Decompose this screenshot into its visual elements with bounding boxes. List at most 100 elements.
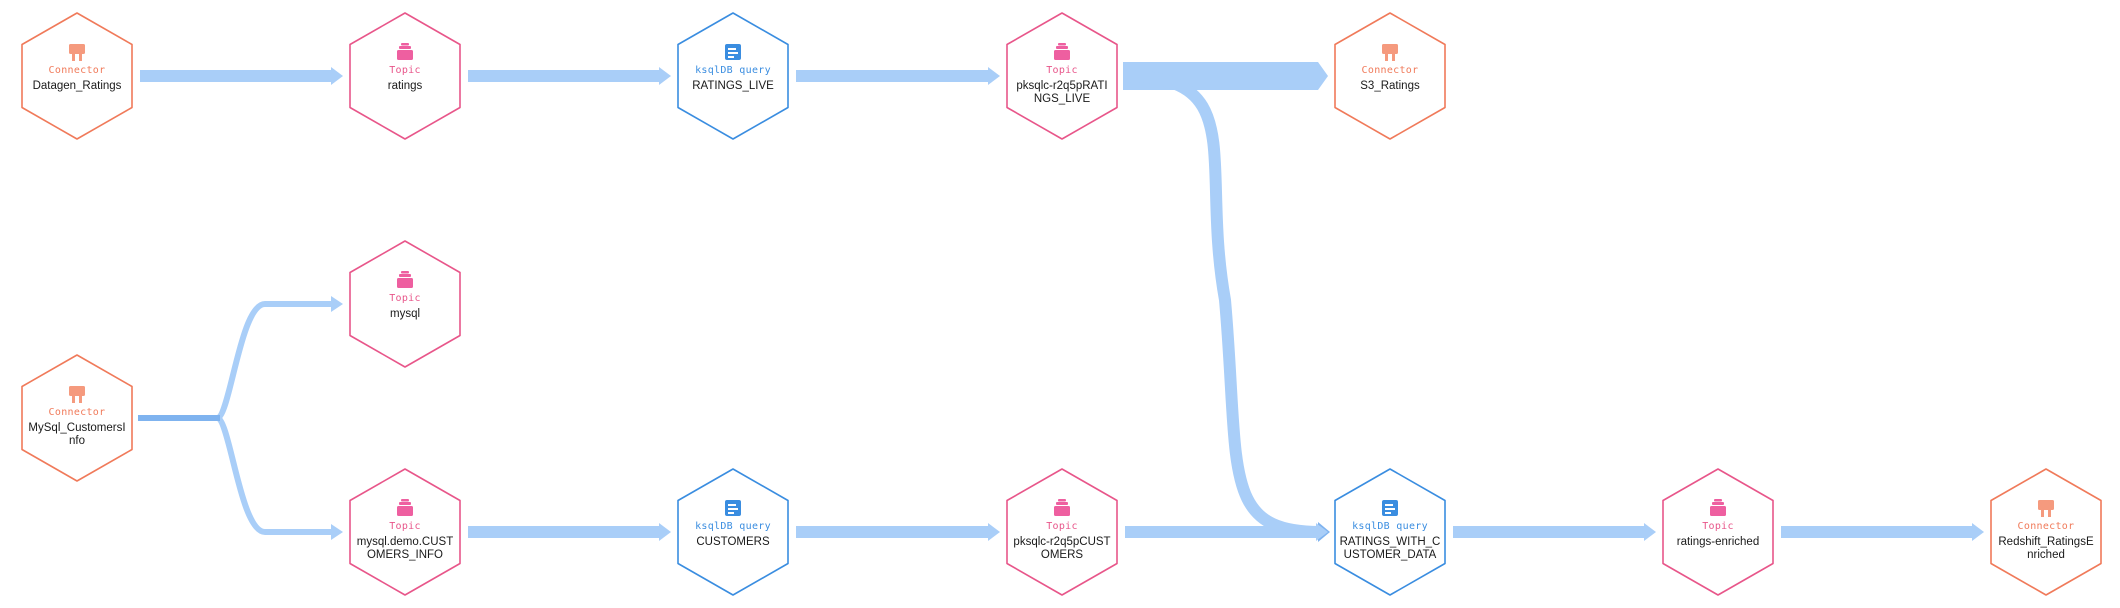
edge-line <box>1453 526 1644 538</box>
edge-ratings-to-ratings_live_q[interactable] <box>468 67 671 85</box>
edge-arrowhead <box>988 523 1000 541</box>
edge-curve <box>215 415 333 535</box>
connector-icon <box>2038 500 2054 517</box>
edge-pk_customers-to-ratings_with_q[interactable] <box>1125 523 1328 541</box>
node-name: RATINGS_LIVE <box>692 80 774 92</box>
edge-ratings_live_q-to-pk_ratings_live[interactable] <box>796 67 1000 85</box>
edge-line <box>796 70 988 82</box>
topic-icon <box>397 499 413 516</box>
edge-mysql_conn-to-mysql_demo[interactable] <box>138 415 343 540</box>
node-hexagon <box>1006 468 1118 596</box>
topic-icon <box>1710 499 1726 516</box>
node-hexagon <box>1006 12 1118 140</box>
edge-arrowhead <box>1316 523 1328 541</box>
node-name: pksqlc-r2q5pCUST <box>1013 536 1110 548</box>
edge-arrowhead <box>659 523 671 541</box>
node-hexagon <box>1662 468 1774 596</box>
query-icon <box>1382 500 1398 516</box>
topic-icon <box>1054 499 1070 516</box>
node-name: USTOMER_DATA <box>1344 549 1437 561</box>
node-type-label: Topic <box>389 293 421 304</box>
node-type-label: ksqlDB query <box>695 65 771 76</box>
connector-icon <box>69 44 85 61</box>
node-type-label: Topic <box>1046 521 1078 532</box>
node-name: RATINGS_WITH_C <box>1340 536 1441 548</box>
topic-icon <box>397 43 413 60</box>
edge-line <box>468 70 659 82</box>
node-type-label: Connector <box>1362 65 1419 76</box>
node-name: mysql.demo.CUST <box>357 536 454 548</box>
connector-icon <box>1382 44 1398 61</box>
node-type-label: Topic <box>389 521 421 532</box>
node-type-label: Connector <box>49 65 106 76</box>
node-hexagon <box>349 12 461 140</box>
node-hexagon <box>1334 12 1446 140</box>
node-type-label: Connector <box>49 407 106 418</box>
node-name: Datagen_Ratings <box>33 80 122 92</box>
edge-arrowhead <box>988 67 1000 85</box>
node-hexagon <box>21 12 133 140</box>
node-name: nfo <box>69 435 85 447</box>
edge-line <box>1781 526 1972 538</box>
node-name: ratings <box>388 80 423 92</box>
query-icon <box>725 500 741 516</box>
node-name: nriched <box>2027 549 2065 561</box>
node-name: OMERS <box>1041 549 1084 561</box>
edge-pk_ratings_live-to-ratings_with_q[interactable] <box>1122 70 1330 542</box>
connector-icon <box>69 386 85 403</box>
node-type-label: Topic <box>389 65 421 76</box>
edge-mysql_conn-to-mysql[interactable] <box>138 296 343 421</box>
node-name: CUSTOMERS <box>696 536 770 548</box>
edge-datagen-to-ratings[interactable] <box>140 67 343 85</box>
node-hexagon <box>21 354 133 482</box>
node-type-label: ksqlDB query <box>695 521 771 532</box>
edge-arrowhead <box>331 524 343 540</box>
node-type-label: Topic <box>1702 521 1734 532</box>
node-layer: ConnectorDatagen_RatingsTopicratingsksql… <box>21 12 2102 596</box>
node-ratings_enriched[interactable]: Topic ratings-enriched <box>1662 468 1774 596</box>
edge-line <box>468 526 659 538</box>
node-mysql_demo[interactable]: Topic mysql.demo.CUSTOMERS_INFO <box>349 468 461 596</box>
edge-curve <box>215 301 333 421</box>
node-hexagon <box>349 468 461 596</box>
edge-arrowhead <box>659 67 671 85</box>
node-name: pksqlc-r2q5pRATI <box>1016 80 1107 92</box>
edge-arrowhead <box>1644 523 1656 541</box>
edge-line <box>1125 526 1316 538</box>
edge-customers_q-to-pk_customers[interactable] <box>796 523 1000 541</box>
node-name: OMERS_INFO <box>367 549 443 561</box>
topic-icon <box>397 271 413 288</box>
node-mysql[interactable]: Topic mysql <box>349 240 461 368</box>
edge-curve <box>1122 70 1321 538</box>
topic-icon <box>1054 43 1070 60</box>
node-type-label: Connector <box>2018 521 2075 532</box>
node-name: ratings-enriched <box>1677 536 1759 548</box>
edge-ratings_with_q-to-ratings_enriched[interactable] <box>1453 523 1656 541</box>
node-hexagon <box>677 12 789 140</box>
edge-line <box>140 70 331 82</box>
edge-arrowhead <box>331 296 343 312</box>
edge-line <box>796 526 988 538</box>
node-name: Redshift_RatingsE <box>1998 536 2094 548</box>
edge-layer <box>138 62 1984 542</box>
node-name: mysql <box>390 308 420 320</box>
node-ratings[interactable]: Topic ratings <box>349 12 461 140</box>
edge-ratings_enriched-to-redshift[interactable] <box>1781 523 1984 541</box>
node-type-label: Topic <box>1046 65 1078 76</box>
node-hexagon <box>1334 468 1446 596</box>
node-name: S3_Ratings <box>1360 80 1420 92</box>
edge-mysql_demo-to-customers_q[interactable] <box>468 523 671 541</box>
node-hexagon <box>677 468 789 596</box>
node-hexagon <box>349 240 461 368</box>
node-hexagon <box>1990 468 2102 596</box>
node-name: MySql_CustomersI <box>28 422 125 434</box>
